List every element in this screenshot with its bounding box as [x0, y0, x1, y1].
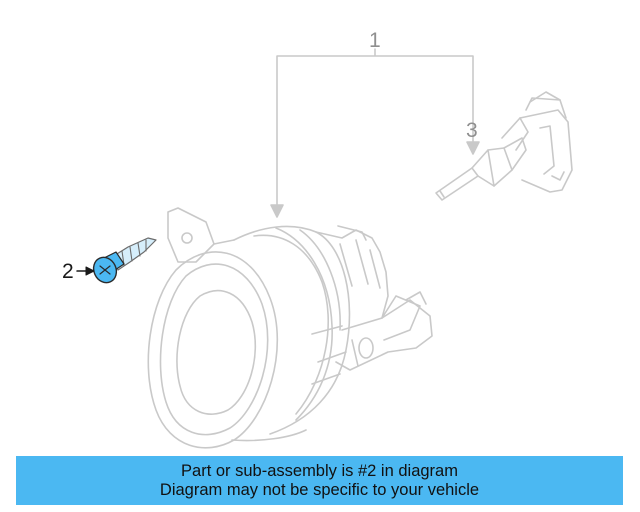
banner-line-disclaimer: Diagram may not be specific to your vehi…: [159, 480, 480, 499]
leader-line-1: [270, 48, 480, 218]
callout-number-1: 1: [369, 29, 381, 52]
leader-line-2: [76, 266, 95, 276]
banner-line-part: Part or sub-assembly is #2 in diagram: [181, 461, 458, 480]
screw-drawing: [92, 237, 157, 284]
callout-number-2: 2: [62, 260, 74, 283]
fog-lamp-drawing: [147, 207, 433, 449]
bulb-drawing: [435, 91, 573, 201]
info-banner: Part or sub-assembly is #2 in diagram Di…: [16, 456, 623, 505]
callout-number-3: 3: [466, 119, 478, 142]
